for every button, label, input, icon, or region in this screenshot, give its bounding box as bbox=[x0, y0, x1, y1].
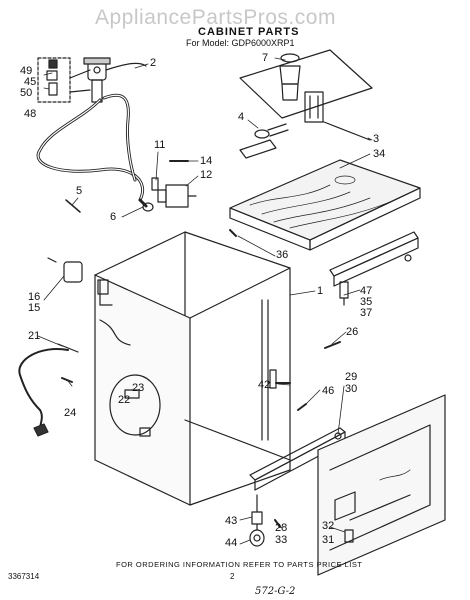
callout-2: 2 bbox=[150, 57, 157, 69]
callout-26: 26 bbox=[346, 326, 359, 338]
cabinet-frame bbox=[94, 231, 291, 506]
callout-22: 22 bbox=[118, 394, 131, 406]
callout-35: 35 bbox=[360, 296, 373, 308]
inlet-fitting-inset bbox=[37, 57, 91, 103]
callout-7: 7 bbox=[262, 52, 269, 64]
model-label: For Model: GDP6000XRP1 bbox=[186, 38, 295, 48]
callout-43: 43 bbox=[225, 515, 238, 527]
callout-12: 12 bbox=[200, 169, 213, 181]
callout-6: 6 bbox=[110, 211, 117, 223]
callout-16: 16 bbox=[28, 291, 41, 303]
diagram-title: CABINET PARTS bbox=[198, 26, 300, 38]
callout-14: 14 bbox=[200, 155, 213, 167]
leveling-leg bbox=[249, 494, 265, 547]
callout-48: 48 bbox=[24, 108, 37, 120]
callout-11: 11 bbox=[154, 139, 166, 151]
vent-assembly bbox=[239, 49, 373, 159]
document-number: 3367314 bbox=[8, 572, 40, 581]
callout-36: 36 bbox=[276, 249, 289, 261]
page-number: 2 bbox=[230, 572, 235, 581]
callout-32: 32 bbox=[322, 520, 335, 532]
callout-42: 42 bbox=[258, 379, 271, 391]
callout-33: 33 bbox=[275, 534, 288, 546]
callout-45: 45 bbox=[24, 76, 37, 88]
callout-34: 34 bbox=[373, 148, 386, 160]
callout-37: 37 bbox=[360, 307, 373, 319]
inlet-valve bbox=[83, 57, 147, 103]
callout-leaders bbox=[37, 57, 373, 545]
watermark-text: AppliancePartsPros.com bbox=[95, 6, 336, 29]
callout-44: 44 bbox=[225, 537, 238, 549]
callout-1: 1 bbox=[317, 285, 324, 297]
junction-box bbox=[47, 257, 83, 283]
callout-46: 46 bbox=[322, 385, 335, 397]
handwritten-code: 572-G-2 bbox=[255, 586, 296, 597]
callout-29: 29 bbox=[345, 371, 358, 383]
fill-hoses bbox=[36, 93, 148, 208]
callout-50: 50 bbox=[20, 87, 33, 99]
callout-4: 4 bbox=[238, 111, 245, 123]
countertop bbox=[229, 159, 421, 251]
power-cord bbox=[18, 343, 79, 437]
callout-31: 31 bbox=[322, 534, 335, 546]
callout-21: 21 bbox=[28, 330, 41, 342]
access-panel bbox=[317, 394, 446, 576]
callout-24: 24 bbox=[64, 407, 77, 419]
callout-23: 23 bbox=[132, 382, 145, 394]
callout-5: 5 bbox=[76, 185, 83, 197]
callout-47: 47 bbox=[360, 285, 373, 297]
top-rail bbox=[329, 231, 419, 306]
ordering-note: FOR ORDERING INFORMATION REFER TO PARTS … bbox=[116, 560, 363, 569]
callout-30: 30 bbox=[345, 383, 358, 395]
terminal-block bbox=[157, 184, 197, 208]
callout-3: 3 bbox=[373, 133, 380, 145]
callout-15: 15 bbox=[28, 302, 41, 314]
callout-49: 49 bbox=[20, 65, 33, 77]
callout-28: 28 bbox=[275, 522, 288, 534]
